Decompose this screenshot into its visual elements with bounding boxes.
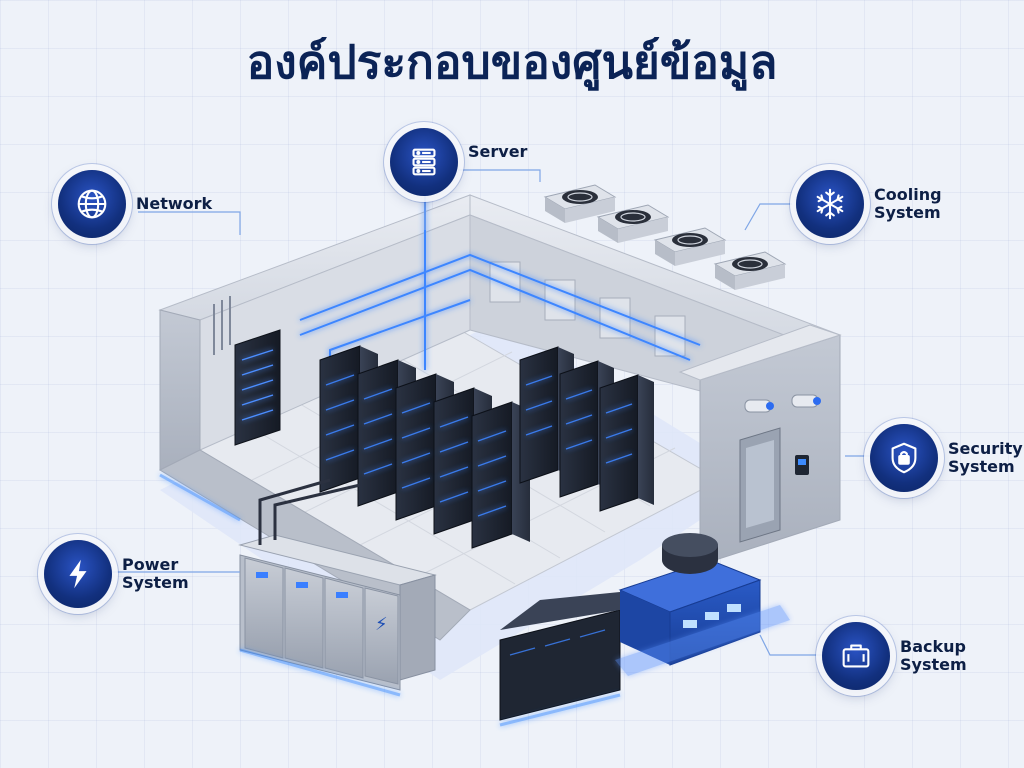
server-racks-front <box>319 345 530 549</box>
network-callout: Network <box>58 170 212 238</box>
cooling-units <box>543 184 787 290</box>
wall-right-top <box>678 324 842 381</box>
door-panel <box>746 440 774 528</box>
server-icon <box>390 128 458 196</box>
backup-generator <box>615 533 790 676</box>
security-cameras <box>744 394 821 413</box>
cooling-callout: Cooling System <box>796 170 942 238</box>
power-label: Power System <box>122 556 189 592</box>
shield-lock-icon <box>870 424 938 492</box>
server-label-line1: Server <box>468 142 528 161</box>
backup-label-line2: System <box>900 655 967 674</box>
backup-label: Backup System <box>900 638 967 674</box>
network-label-line1: Network <box>136 194 213 213</box>
backup-callout: Backup System <box>822 622 967 690</box>
power-label-line2: System <box>122 573 189 592</box>
power-cabinets: ⚡ <box>238 478 437 691</box>
security-label-line1: Security <box>948 439 1023 458</box>
snowflake-icon <box>796 170 864 238</box>
network-rack <box>213 296 281 446</box>
power-label-line1: Power <box>122 555 179 574</box>
globe-icon <box>58 170 126 238</box>
crac-units <box>489 261 686 357</box>
security-label-line2: System <box>948 457 1015 476</box>
cooling-label: Cooling System <box>874 186 942 222</box>
base-glow <box>159 473 621 727</box>
cooling-label-line1: Cooling <box>874 185 942 204</box>
backup-label-line1: Backup <box>900 637 966 656</box>
server-racks-back <box>519 346 654 512</box>
access-panel-screen <box>798 459 806 465</box>
power-callout: Power System <box>44 540 189 608</box>
network-label: Network <box>136 195 212 213</box>
callout-connectors <box>112 169 880 656</box>
svg-text:⚡: ⚡ <box>375 614 388 635</box>
wall-left-edge <box>159 309 201 471</box>
cooling-label-line2: System <box>874 203 941 222</box>
server-label: Server <box>468 143 527 161</box>
battery-case-icon <box>822 622 890 690</box>
server-callout: Server <box>390 128 527 196</box>
security-label: Security System <box>948 440 1023 476</box>
security-callout: Security System <box>870 424 1023 492</box>
battery-units <box>499 590 640 721</box>
page-title: องค์ประกอบของศูนย์ข้อมูล <box>246 35 778 89</box>
lightning-icon <box>44 540 112 608</box>
